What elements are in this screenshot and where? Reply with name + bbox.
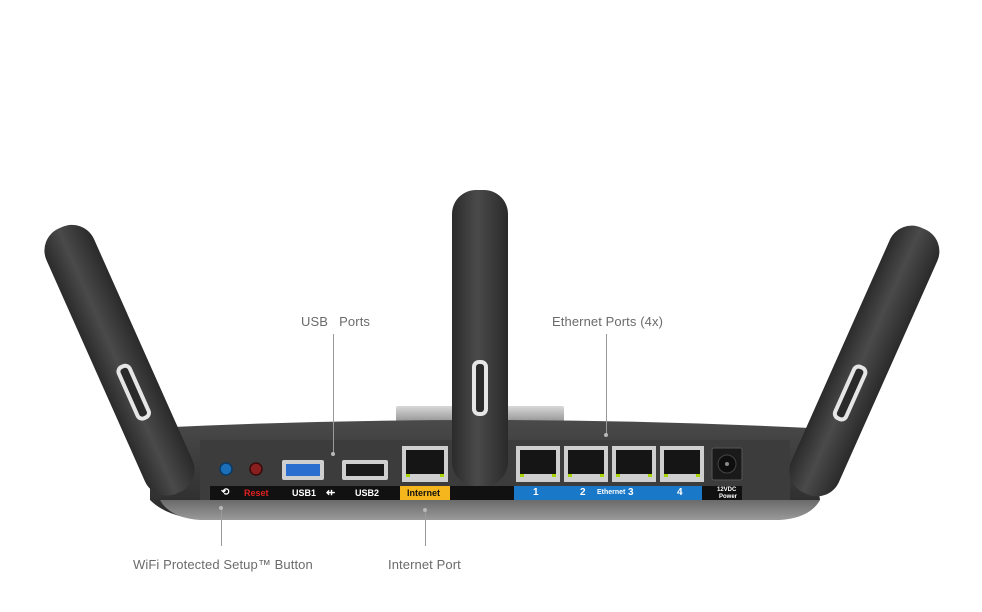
usb1-label: USB1 (292, 488, 317, 498)
internet-label-bg (400, 486, 450, 500)
power-jack[interactable] (711, 447, 743, 481)
usb1-port-inner (286, 464, 320, 476)
wps-button-callout: WiFi Protected Setup™ Button (133, 557, 313, 572)
ethernet-port-4[interactable] (660, 446, 704, 482)
usb-ports-callout: USB Ports (301, 314, 371, 329)
ethernet-label-bg (514, 486, 702, 500)
ethernet-port-3[interactable] (612, 446, 656, 482)
ethernet-port-3-label: 3 (628, 487, 634, 498)
ethernet-port-2[interactable] (564, 446, 608, 482)
wps-button-leader-dot (219, 506, 223, 510)
ethernet-label: Ethernet (597, 489, 626, 496)
wps-icon: ⟲ (221, 487, 230, 498)
usb-ports-leader (333, 334, 334, 454)
internet-port[interactable] (402, 446, 448, 482)
right-antenna (789, 225, 940, 497)
internet-port-leader (425, 510, 426, 546)
ethernet-ports-leader-dot (604, 433, 608, 437)
ethernet-ports-callout: Ethernet Ports (4x) (552, 314, 663, 329)
internet-label: Internet (407, 488, 441, 498)
internet-port-callout: Internet Port (388, 557, 461, 572)
center-antenna (452, 190, 508, 486)
usb-ports-leader-dot (331, 452, 335, 456)
ethernet-port-4-label: 4 (677, 487, 683, 498)
usb2-port-inner (346, 464, 384, 476)
ethernet-port-1-label: 1 (533, 487, 539, 498)
usb2-label: USB2 (355, 488, 380, 498)
reset-label: Reset (244, 488, 269, 498)
wps-button-leader (221, 508, 222, 546)
power-label-line1: 12VDC (717, 487, 737, 493)
router-base (160, 500, 820, 520)
ethernet-ports-leader (606, 334, 607, 434)
reset-button[interactable] (249, 462, 263, 476)
ethernet-port-2-label: 2 (580, 487, 586, 498)
power-label-line2: Power (719, 494, 738, 500)
ethernet-port-1[interactable] (516, 446, 560, 482)
internet-port-leader-dot (423, 508, 427, 512)
wps-button[interactable] (219, 462, 233, 476)
left-antenna (44, 224, 195, 496)
usb-symbol-icon: ⇷ (326, 487, 336, 499)
